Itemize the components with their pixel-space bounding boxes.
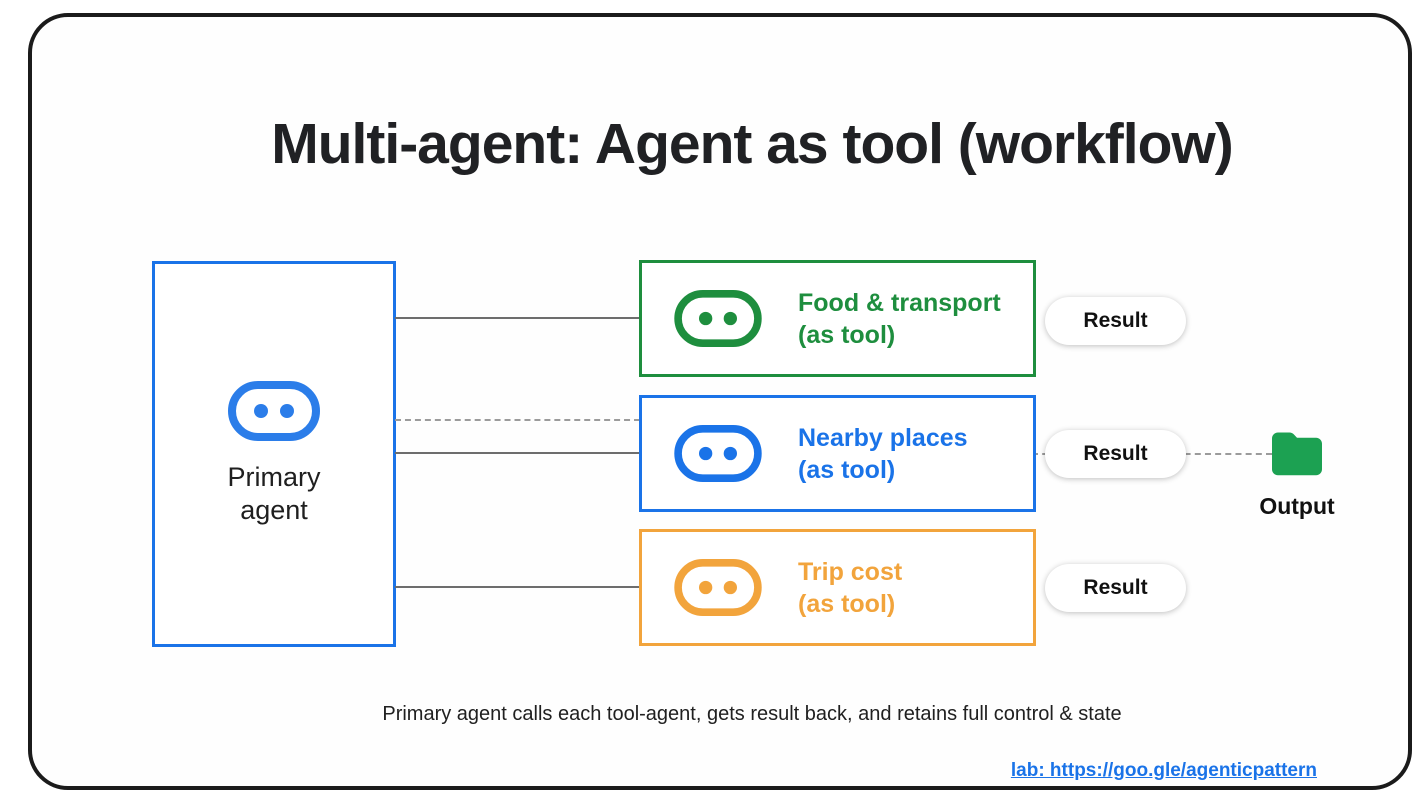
tool-agent-suffix: (as tool) (798, 320, 896, 349)
connector-primary-to-nearby-dashed (395, 419, 640, 421)
tool-agent-box-nearby-places: Nearby places (as tool) (639, 395, 1036, 512)
connector-primary-to-tripcost (395, 586, 640, 588)
tool-agent-name: Food & transport (798, 288, 1001, 317)
robot-agent-icon (228, 381, 320, 441)
robot-agent-icon (674, 559, 762, 616)
lab-link[interactable]: lab: https://goo.gle/agenticpattern (1010, 760, 1317, 781)
caption-text: Primary agent calls each tool-agent, get… (382, 703, 1122, 725)
result-pill-food-transport: Result (1045, 297, 1186, 345)
tool-agent-suffix: (as tool) (798, 455, 896, 484)
tool-agent-suffix: (as tool) (798, 589, 896, 618)
folder-icon (1272, 432, 1322, 476)
tool-agent-box-food-transport: Food & transport (as tool) (639, 260, 1036, 377)
result-pill-nearby-places: Result (1045, 430, 1186, 478)
tool-agent-name: Trip cost (798, 557, 903, 586)
slide-card: Multi-agent: Agent as tool (workflow) Pr… (28, 13, 1412, 790)
tool-agent-box-trip-cost: Trip cost (as tool) (639, 529, 1036, 646)
robot-agent-icon (674, 290, 762, 347)
tool-agent-name: Nearby places (798, 423, 968, 452)
result-pill-trip-cost: Result (1045, 564, 1186, 612)
connector-primary-to-food (395, 317, 640, 319)
output-label: Output (1259, 493, 1335, 519)
tool-agent-label: Trip cost (as tool) (798, 556, 902, 620)
primary-agent-label: Primary agent (227, 462, 321, 525)
tool-agent-label: Nearby places (as tool) (798, 422, 968, 486)
connector-primary-to-nearby (395, 452, 640, 454)
slide-title: Multi-agent: Agent as tool (workflow) (271, 112, 1233, 176)
tool-agent-label: Food & transport (as tool) (798, 287, 1001, 351)
primary-agent-box: Primary agent (152, 261, 396, 647)
robot-agent-icon (674, 425, 762, 482)
